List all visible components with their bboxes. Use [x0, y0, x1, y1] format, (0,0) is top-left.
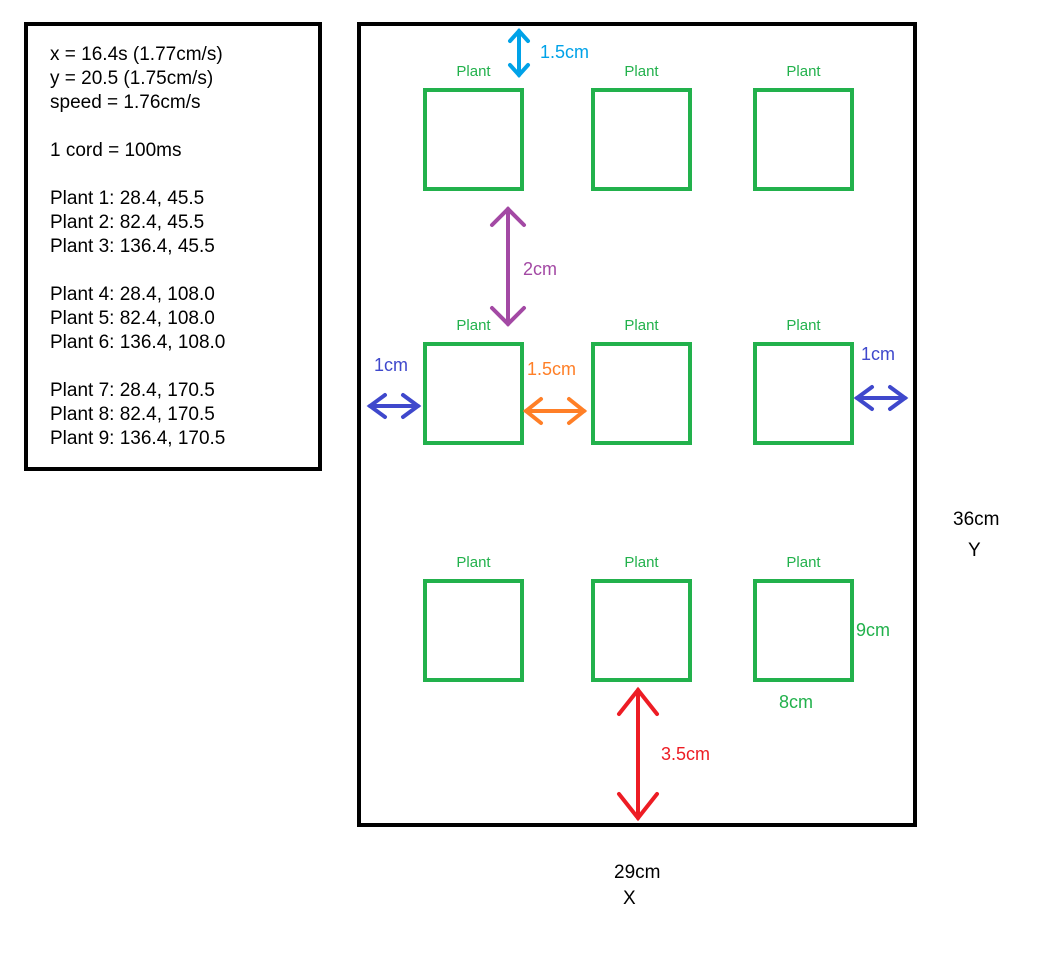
plant-box — [423, 342, 524, 445]
top-margin-arrow — [508, 28, 530, 78]
plant-plot: Plant — [753, 317, 854, 445]
info-panel: x = 16.4s (1.77cm/s) y = 20.5 (1.75cm/s) s… — [24, 22, 322, 471]
plant-plot: Plant — [591, 554, 692, 682]
plant-box — [591, 579, 692, 682]
plant-plot: Plant — [591, 317, 692, 445]
left-margin-label: 1cm — [374, 355, 408, 375]
info-line: Plant 3: 136.4, 45.5 — [50, 236, 215, 257]
x-axis-name: X — [623, 888, 636, 909]
info-line: Plant 4: 28.4, 108.0 — [50, 284, 215, 305]
plant-box — [753, 342, 854, 445]
plant-box — [753, 88, 854, 191]
plant-plot: Plant — [423, 63, 524, 191]
plant-height-label: 9cm — [856, 620, 890, 640]
plant-box — [591, 342, 692, 445]
plant-label: Plant — [456, 63, 491, 80]
x-length-label: 29cm — [614, 862, 660, 883]
plant-plot: Plant — [753, 554, 854, 682]
left-margin-arrow — [366, 393, 422, 419]
plant-label: Plant — [456, 317, 491, 334]
info-line: Plant 8: 82.4, 170.5 — [50, 404, 215, 425]
info-box-border — [24, 22, 322, 471]
plant-label: Plant — [456, 554, 491, 571]
info-line: Plant 2: 82.4, 45.5 — [50, 212, 204, 233]
info-lines: x = 16.4s (1.77cm/s) y = 20.5 (1.75cm/s) s… — [50, 44, 225, 449]
info-line: Plant 9: 136.4, 170.5 — [50, 428, 225, 449]
plant-label: Plant — [624, 554, 659, 571]
y-axis-name: Y — [968, 540, 981, 561]
plant-plot: Plant — [423, 317, 524, 445]
plant-label: Plant — [624, 63, 659, 80]
info-line: Plant 6: 136.4, 108.0 — [50, 332, 225, 353]
plant-box — [753, 579, 854, 682]
plant-box — [423, 88, 524, 191]
plant-plot: Plant — [753, 63, 854, 191]
bottom-margin-arrow — [617, 686, 659, 822]
right-margin-label: 1cm — [861, 344, 895, 364]
y-length-label: 36cm — [953, 509, 999, 530]
plant-plot: Plant — [591, 63, 692, 191]
plant-label: Plant — [786, 63, 821, 80]
plant-box — [423, 579, 524, 682]
bottom-margin-label: 3.5cm — [661, 744, 710, 764]
plant-width-label: 8cm — [779, 692, 813, 712]
info-line: speed = 1.76cm/s — [50, 92, 201, 113]
plant-plot: Plant — [423, 554, 524, 682]
info-line: Plant 1: 28.4, 45.5 — [50, 188, 204, 209]
info-line: y = 20.5 (1.75cm/s) — [50, 68, 213, 89]
plant-label: Plant — [786, 317, 821, 334]
row-gap-label: 2cm — [523, 259, 557, 279]
info-line: Plant 7: 28.4, 170.5 — [50, 380, 215, 401]
right-margin-arrow — [853, 385, 909, 411]
info-line: Plant 5: 82.4, 108.0 — [50, 308, 215, 329]
info-line: 1 cord = 100ms — [50, 140, 182, 161]
plant-label: Plant — [624, 317, 659, 334]
plant-label: Plant — [786, 554, 821, 571]
column-gap-arrow — [522, 397, 588, 425]
info-line: x = 16.4s (1.77cm/s) — [50, 44, 223, 65]
plant-box — [591, 88, 692, 191]
column-gap-label: 1.5cm — [527, 359, 576, 379]
top-margin-label: 1.5cm — [540, 42, 589, 62]
row-gap-arrow — [490, 206, 526, 327]
